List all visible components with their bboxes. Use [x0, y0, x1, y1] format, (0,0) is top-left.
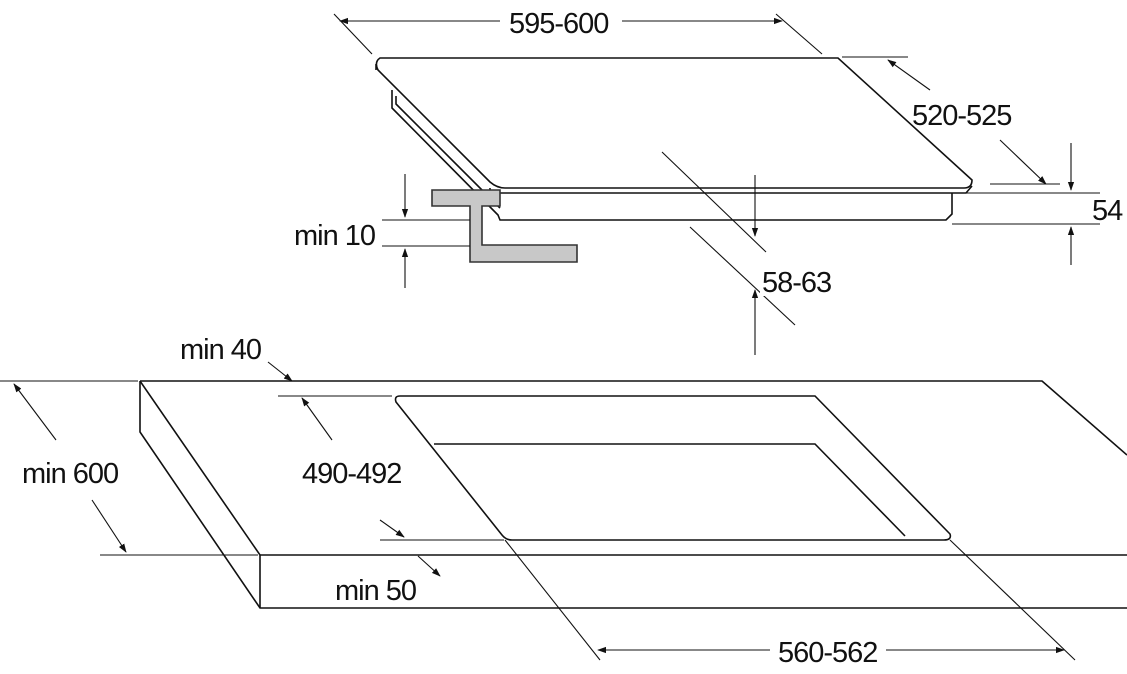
label-wall-clearance: min 40 — [180, 334, 261, 366]
worktop-front — [139, 381, 1127, 609]
worktop-left-top-edge — [139, 380, 1127, 556]
label-cutout-width: 560-562 — [778, 637, 877, 669]
hob-body — [391, 90, 953, 221]
label-bracket-clearance: min 10 — [294, 220, 375, 252]
worktop-top — [140, 380, 1127, 456]
worktop-cutout-inner — [434, 443, 906, 537]
label-hob-height: 54 — [1092, 195, 1123, 227]
label-hob-depth: 520-525 — [912, 100, 1011, 132]
hob-glass-top — [375, 57, 973, 189]
hob-body-inner — [395, 96, 501, 209]
label-cutout-depth: 490-492 — [302, 458, 401, 490]
worktop-cutout — [394, 395, 952, 541]
label-hob-width: 595-600 — [509, 8, 608, 40]
dimension-lines — [0, 13, 1100, 661]
label-front-clearance: min 50 — [335, 575, 416, 607]
label-cutout-depth-clearance: 58-63 — [762, 267, 831, 299]
worktop — [139, 380, 1127, 609]
label-counter-depth: min 600 — [22, 458, 118, 490]
dimension-labels: 595-600 520-525 54 58-63 min 10 min 40 m… — [20, 4, 1124, 669]
mounting-bracket — [431, 189, 578, 263]
